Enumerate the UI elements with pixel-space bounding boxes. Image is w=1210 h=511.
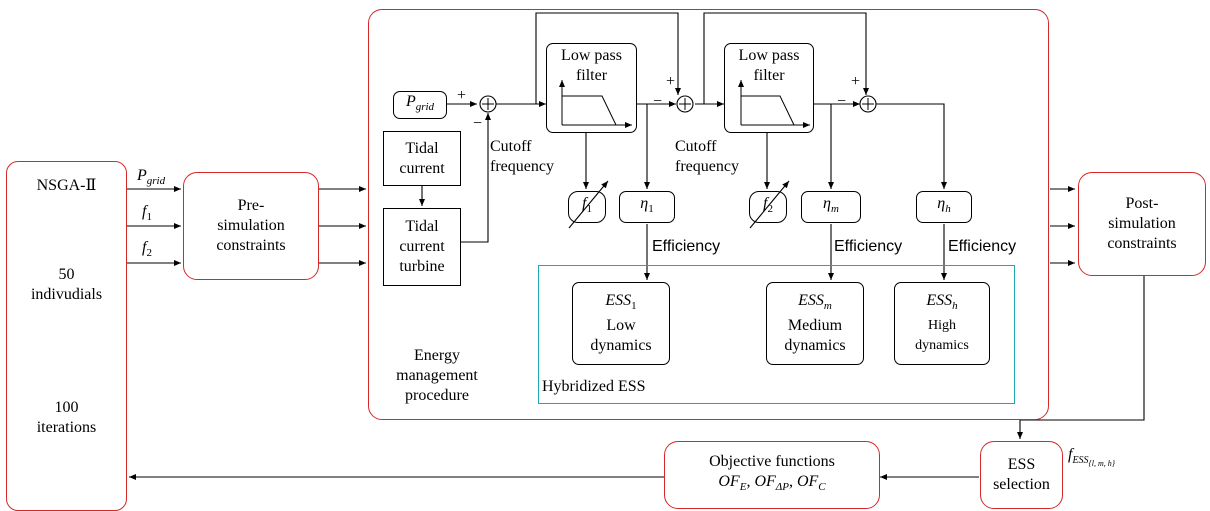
ess-medium-box: ESSm Medium dynamics	[766, 282, 864, 365]
ess-selection-box: ESS selection	[980, 441, 1063, 509]
pre-simulation-label: Pre- simulation constraints	[216, 197, 286, 254]
objective-title: Objective functions	[709, 453, 835, 471]
p-grid-input-label: Pgrid	[137, 167, 166, 188]
ess-selection-label: ESS selection	[993, 456, 1050, 493]
tidal-turbine-label: Tidal current turbine	[399, 218, 445, 275]
f1-label: f1	[582, 195, 592, 216]
plus-marks	[482, 98, 874, 110]
eta1-label: η1	[640, 195, 654, 216]
energy-management-label: Energy management procedure	[396, 347, 478, 404]
efficiency-label-3: Efficiency	[948, 238, 1017, 255]
ess-medium-desc: Medium dynamics	[784, 317, 846, 355]
efficiency-label-1: Efficiency	[652, 238, 721, 255]
tidal-turbine-box: Tidal current turbine	[383, 208, 461, 286]
ess-low-desc: Low dynamics	[590, 317, 652, 355]
low-pass-filter-2	[724, 43, 814, 133]
p-grid-label: Pgrid	[405, 93, 435, 114]
eta1-box: η1	[619, 191, 675, 223]
etah-box: ηh	[916, 191, 972, 223]
f1-input-label: f1	[142, 203, 152, 224]
ess-high-desc: High dynamics	[915, 318, 969, 354]
lpf1-label: Low pass filter	[561, 47, 622, 84]
f1-box: f1	[568, 191, 606, 223]
population-label: 50 indivudials	[30, 266, 103, 303]
plus-sign-3: +	[851, 73, 861, 90]
post-simulation-label: Post- simulation constraints	[1107, 195, 1177, 252]
cutoff-frequency-1: Cutoff frequency	[490, 138, 554, 175]
plus-sign-1: +	[457, 87, 467, 104]
etah-label: ηh	[937, 195, 951, 216]
minus-sign-1: −	[473, 115, 483, 132]
f2-input-label: f2	[142, 239, 152, 260]
ess-high-box: ESSh High dynamics	[894, 282, 990, 365]
objective-functions-box: Objective functions OFE, OFΔP, OFC	[664, 441, 880, 509]
ess-medium-name: ESSm	[798, 291, 832, 313]
post-simulation-box: Post- simulation constraints	[1078, 172, 1206, 276]
f-ess-label: fESS{l, m, h}	[1068, 446, 1115, 469]
filter-graphs	[559, 80, 810, 128]
efficiency-label-2: Efficiency	[834, 238, 903, 255]
iterations-label: 100 iterations	[36, 399, 97, 436]
hybridized-ess-label: Hybridized ESS	[542, 378, 646, 395]
etam-box: ηm	[801, 191, 861, 223]
f2-box: f2	[749, 191, 787, 223]
lpf2-label: Low pass filter	[738, 47, 800, 84]
ess-high-name: ESSh	[926, 291, 958, 313]
plus-sign-2: +	[666, 73, 676, 90]
objective-functions-list: OFE, OFΔP, OFC	[718, 473, 826, 494]
low-pass-filter-1	[546, 43, 637, 133]
f2-label: f2	[763, 195, 773, 216]
hybridized-ess-box	[538, 265, 1015, 404]
minus-sign-2: −	[653, 93, 663, 110]
tidal-current-label: Tidal current	[399, 139, 445, 177]
etam-label: ηm	[823, 195, 839, 216]
ess-low-box: ESS1 Low dynamics	[572, 282, 670, 365]
p-grid-box: Pgrid	[393, 91, 447, 119]
nsga-label: NSGA-Ⅱ	[36, 177, 97, 194]
cutoff-frequency-2: Cutoff frequency	[675, 138, 739, 175]
tidal-current-box: Tidal current	[383, 131, 461, 186]
ess-low-name: ESS1	[605, 291, 637, 313]
energy-management-box	[368, 9, 1049, 420]
pre-simulation-box: Pre- simulation constraints	[183, 172, 319, 280]
minus-sign-3: −	[837, 93, 847, 110]
nsga-box	[6, 161, 127, 511]
